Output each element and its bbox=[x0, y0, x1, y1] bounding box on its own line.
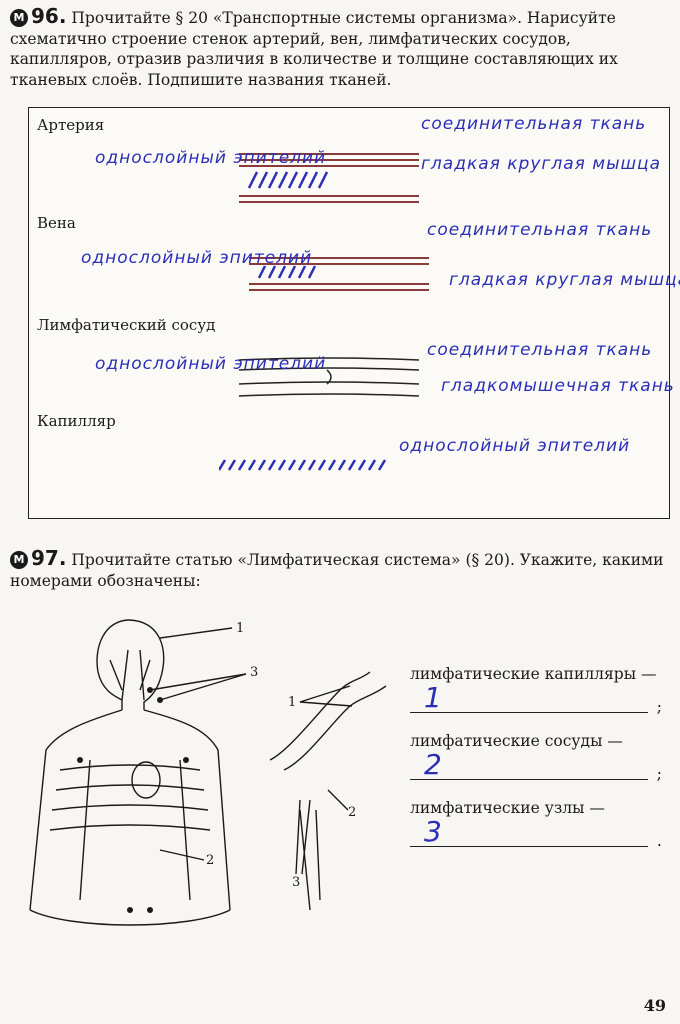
answer-label: лимфатические узлы — bbox=[410, 799, 605, 817]
task-instructions: Прочитайте статью «Лимфатическая система… bbox=[10, 551, 664, 590]
task-instructions: Прочитайте § 20 «Транспортные системы ор… bbox=[10, 9, 618, 89]
lymph-wall-drawing bbox=[239, 357, 420, 397]
answers-block: лимфатические капилляры — 1 ; лимфатичес… bbox=[410, 664, 672, 865]
note-lymph-muscle: гладкомышечная ткань bbox=[441, 376, 675, 396]
vessel-label-vein: Вена bbox=[37, 214, 76, 232]
vessel-label-artery: Артерия bbox=[37, 116, 105, 134]
capillary-wall-drawing bbox=[219, 459, 387, 471]
answer-punctuation: ; bbox=[656, 697, 662, 716]
figure-number-label: 1 bbox=[236, 621, 244, 636]
note-artery-muscle: гладкая круглая мышца bbox=[421, 154, 662, 174]
answer-row: лимфатические узлы — 3 . bbox=[410, 798, 672, 850]
note-vein-muscle: гладкая круглая мышца bbox=[449, 270, 680, 290]
note-vein-epithelium: однослойный эпителий bbox=[81, 248, 313, 268]
answer-punctuation: ; bbox=[656, 764, 662, 783]
answer-field[interactable]: 1 ; bbox=[410, 681, 662, 716]
task-number: 97. bbox=[31, 546, 67, 570]
page-number: 49 bbox=[643, 996, 666, 1015]
vessel-label-capillary: Капилляр bbox=[37, 412, 116, 430]
note-capillary-epithelium: однослойный эпителий bbox=[399, 436, 631, 456]
note-artery-epithelium: однослойный эпителий bbox=[95, 148, 327, 168]
lymphatic-system-figure: 1 3 1 2 2 3 bbox=[29, 619, 387, 926]
answer-label: лимфатические сосуды — bbox=[410, 732, 623, 750]
method-badge: М bbox=[10, 551, 28, 569]
answer-field[interactable]: 3 . bbox=[410, 815, 662, 850]
answer-label: лимфатические капилляры — bbox=[410, 665, 657, 683]
method-badge: М bbox=[10, 9, 28, 27]
note-lymph-connective: соединительная ткань bbox=[427, 340, 653, 360]
note-artery-connective: соединительная ткань bbox=[421, 114, 647, 134]
figure-number-label: 3 bbox=[250, 665, 258, 680]
note-vein-connective: соединительная ткань bbox=[427, 220, 653, 240]
figure-number-label: 3 bbox=[292, 875, 300, 890]
drawing-area: Артерия однослойный эпителий соединитель… bbox=[28, 107, 680, 519]
vein-wall-drawing bbox=[249, 257, 429, 291]
answer-field[interactable]: 2 ; bbox=[410, 748, 662, 783]
task-number: 96. bbox=[31, 4, 67, 28]
answer-row: лимфатические сосуды — 2 ; bbox=[410, 731, 672, 783]
figure-number-label: 1 bbox=[288, 695, 296, 710]
answer-value: 2 bbox=[424, 748, 442, 781]
answer-punctuation: . bbox=[656, 831, 662, 850]
answer-value: 3 bbox=[424, 815, 442, 848]
note-lymph-epithelium: однослойный эпителий bbox=[95, 354, 327, 374]
answer-value: 1 bbox=[424, 681, 442, 714]
artery-wall-drawing bbox=[239, 153, 419, 203]
figure-number-label: 2 bbox=[348, 805, 356, 820]
vessel-label-lymph: Лимфатический сосуд bbox=[37, 316, 216, 334]
figure-number-label: 2 bbox=[206, 853, 214, 868]
answer-row: лимфатические капилляры — 1 ; bbox=[410, 664, 672, 716]
